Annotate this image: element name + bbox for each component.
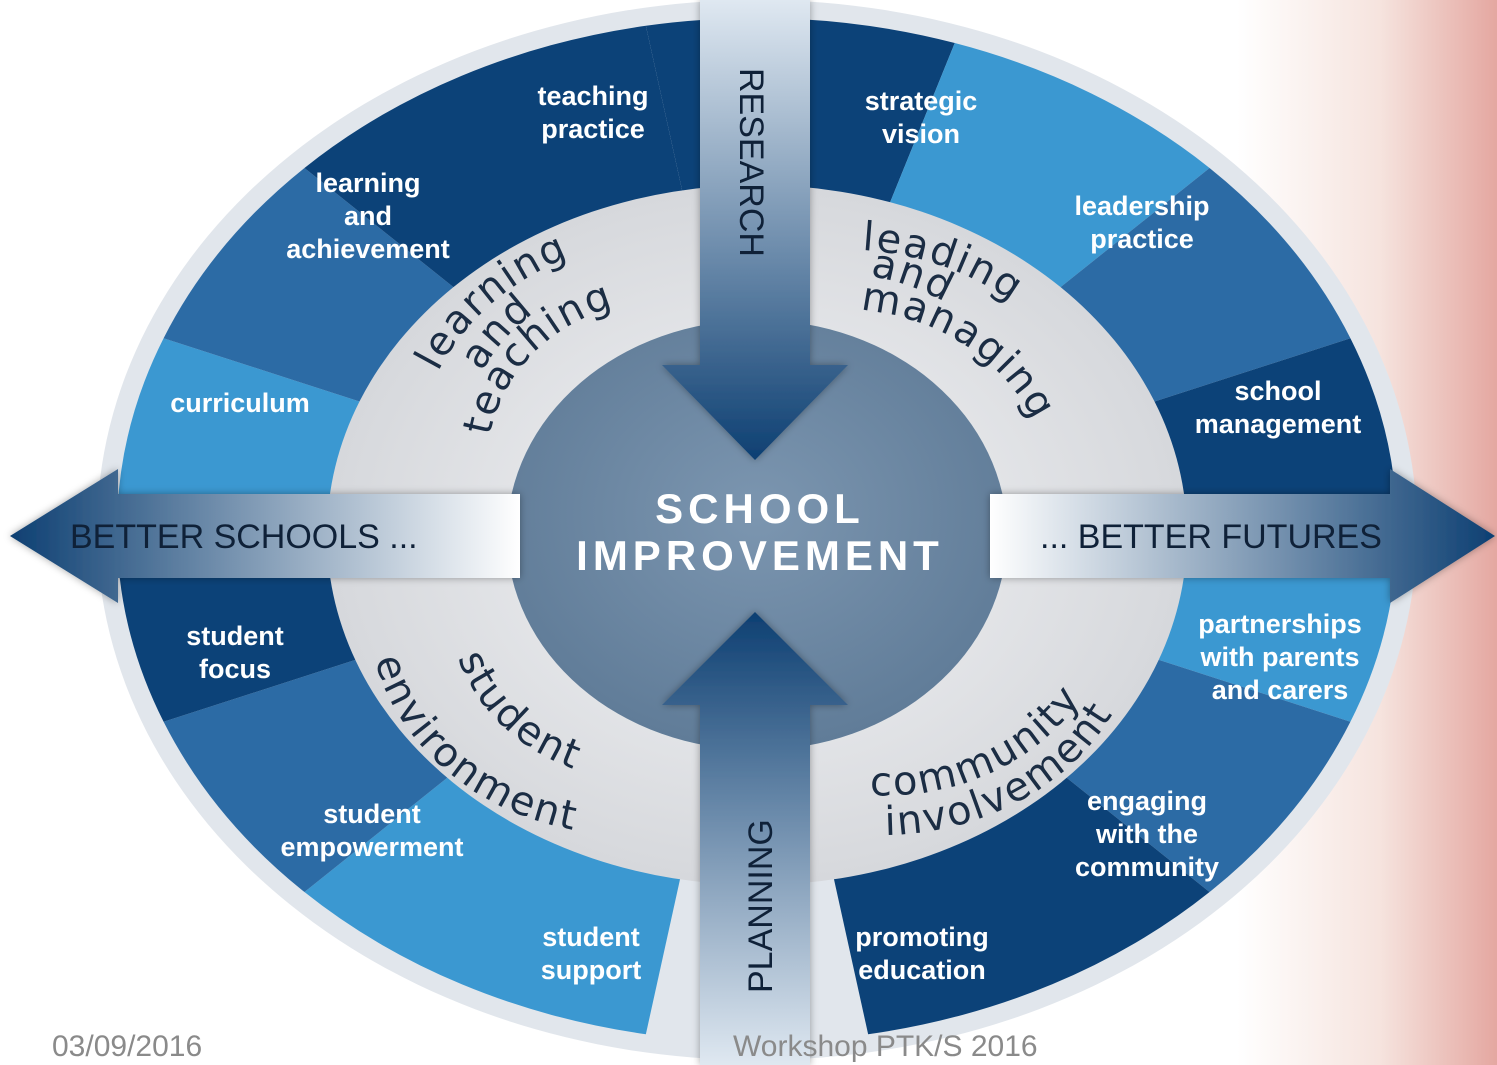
better-schools-label: BETTER SCHOOLS ... [70, 518, 418, 556]
center-circle [507, 320, 1007, 750]
segment-label-line: and carers [1212, 675, 1349, 705]
footer-event: Workshop PTK/S 2016 [733, 1030, 1038, 1063]
segment-label-line: student [323, 799, 421, 829]
segment-label-line: engaging [1087, 786, 1207, 816]
segment-label-line: teaching [537, 81, 648, 111]
segment-label-line: with parents [1199, 642, 1359, 672]
segment-label-line: education [858, 955, 986, 985]
segment-label-line: learning [315, 168, 420, 198]
segment-label-curriculum: curriculum [170, 388, 310, 418]
segment-label-line: school [1234, 376, 1321, 406]
center-title-line1: SCHOOL [655, 485, 865, 532]
segment-label-line: vision [882, 119, 960, 149]
better-futures-label: ... BETTER FUTURES [1040, 518, 1382, 556]
segment-label-line: and [344, 201, 392, 231]
segment-label-line: practice [541, 114, 645, 144]
segment-label-line: practice [1090, 224, 1194, 254]
segment-label-line: with the [1095, 819, 1198, 849]
segment-label-line: achievement [286, 234, 450, 264]
segment-label-line: promoting [855, 922, 988, 952]
better-futures-arrow [990, 469, 1495, 603]
segment-label-line: student [542, 922, 640, 952]
segment-label-line: community [1075, 852, 1219, 882]
planning-label: PLANNING [742, 819, 780, 993]
segment-label-line: partnerships [1198, 609, 1362, 639]
research-arrow [662, 0, 848, 460]
planning-arrow [662, 612, 848, 1065]
segment-label-line: empowerment [280, 832, 463, 862]
segment-label-line: leadership [1074, 191, 1209, 221]
segment-label-line: management [1195, 409, 1362, 439]
footer-date: 03/09/2016 [52, 1030, 203, 1063]
research-label: RESEARCH [732, 68, 770, 257]
segment-label-line: support [541, 955, 642, 985]
segment-label-line: focus [199, 654, 271, 684]
center-title-line2: IMPROVEMENT [576, 532, 944, 579]
better-schools-arrow [10, 469, 520, 603]
segment-label-line: curriculum [170, 388, 310, 418]
segment-label-line: strategic [865, 86, 978, 116]
segment-label-line: student [186, 621, 284, 651]
